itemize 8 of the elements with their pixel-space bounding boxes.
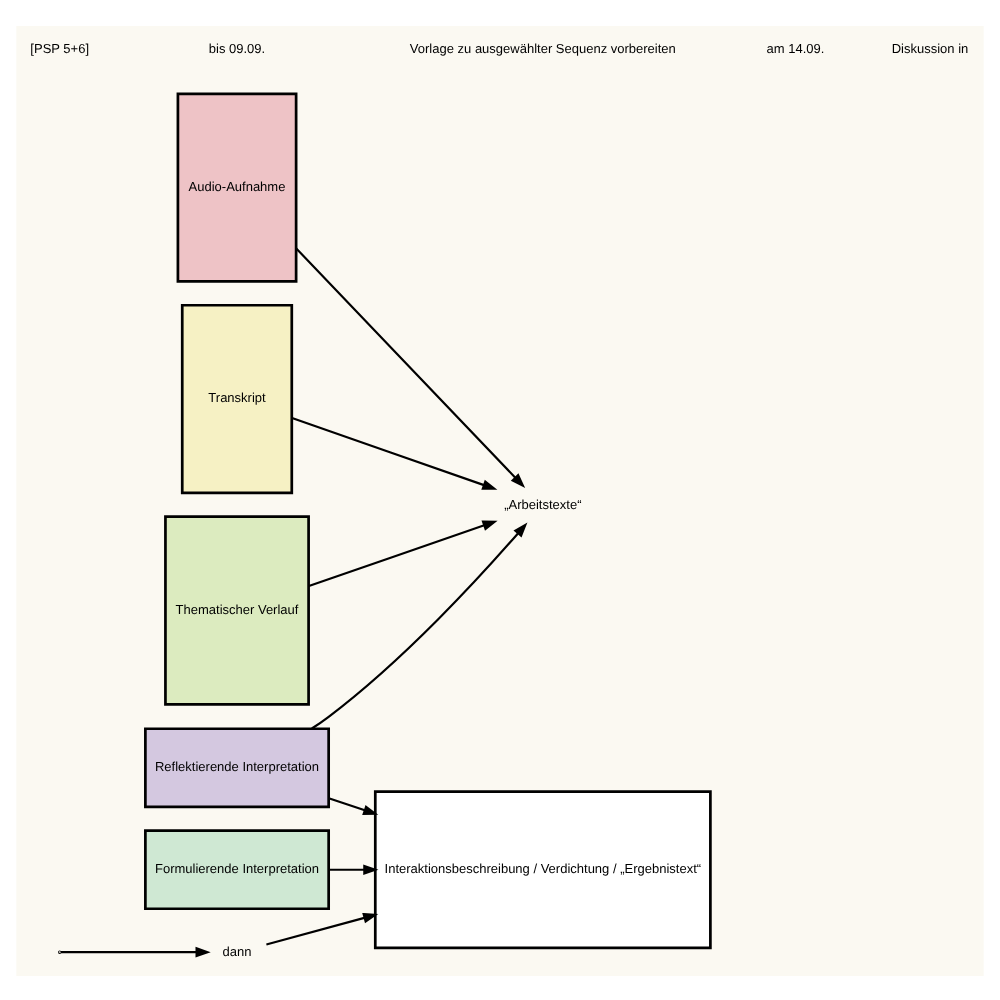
arrow	[291, 415, 498, 489]
arrow	[328, 863, 379, 875]
arrow	[295, 246, 526, 487]
arrow	[266, 911, 379, 945]
arrow	[311, 521, 528, 729]
arrow	[60, 945, 211, 957]
arrow	[328, 796, 379, 815]
arrow	[308, 519, 498, 587]
